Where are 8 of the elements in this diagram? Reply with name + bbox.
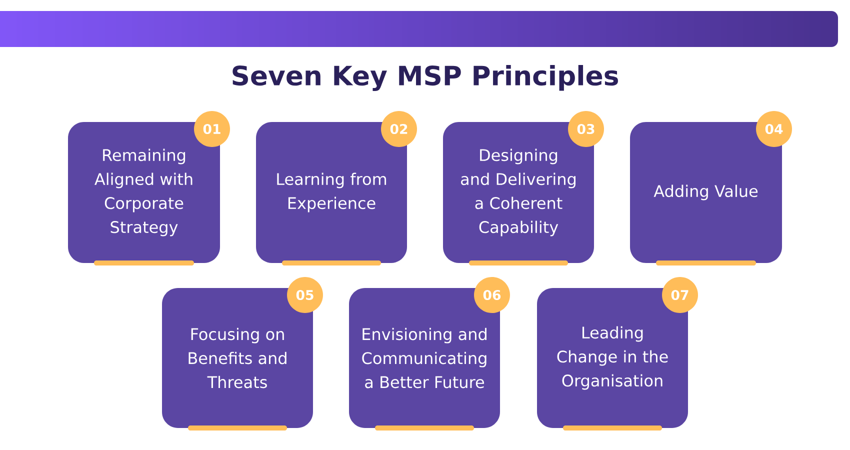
number-badge: 04 — [756, 111, 792, 147]
number-badge: 06 — [474, 277, 510, 313]
number-badge: 07 — [662, 277, 698, 313]
number-badge: 01 — [194, 111, 230, 147]
number-badge: 02 — [381, 111, 417, 147]
title: Seven Key MSP Principles — [232, 65, 618, 91]
number-badge: 03 — [568, 111, 604, 147]
number-badge: 05 — [287, 277, 323, 313]
